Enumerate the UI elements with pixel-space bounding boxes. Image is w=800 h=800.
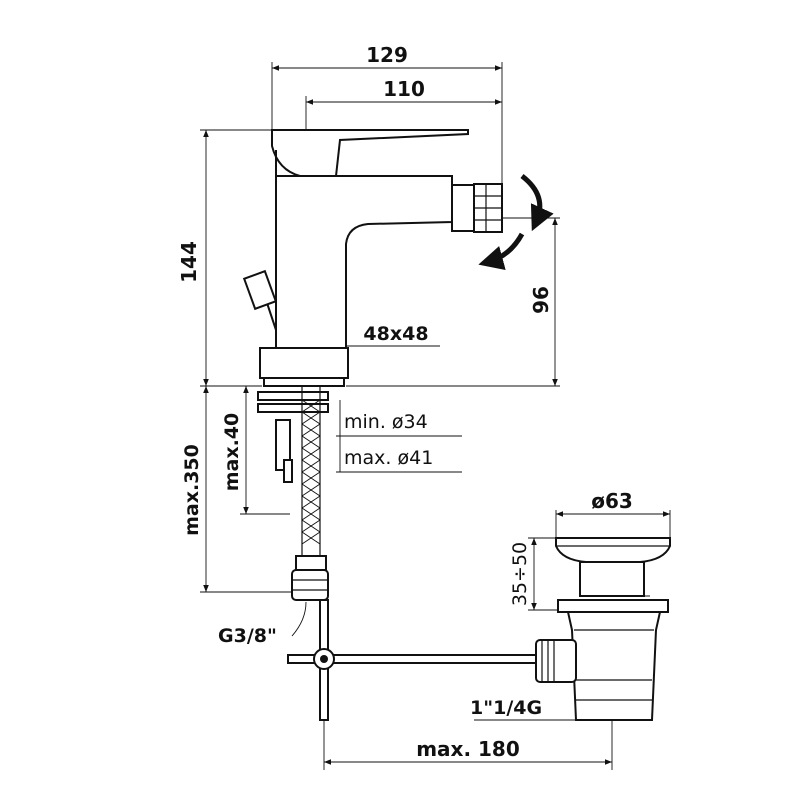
dim-max40: max.40 xyxy=(221,385,290,515)
waste-cap xyxy=(555,537,671,563)
under-deck-fixing xyxy=(257,386,329,601)
washer-bottom xyxy=(257,403,329,413)
dim-96: 96 xyxy=(346,217,560,387)
dim-129: 129 xyxy=(271,43,503,218)
dim-35-50: 35÷50 xyxy=(509,537,558,611)
dim-110: 110 xyxy=(305,77,502,150)
hose-nut xyxy=(291,569,329,601)
dim-48x48: 48x48 xyxy=(346,323,440,347)
dim-max180-label: max. 180 xyxy=(416,737,520,761)
waste-body xyxy=(566,611,662,721)
hose-thread-label: G3/8" xyxy=(218,625,277,647)
waste-stem xyxy=(579,561,645,597)
waste-thread-note: 1"1/4G xyxy=(470,697,596,721)
base-rosette xyxy=(259,347,349,379)
dim-48x48-label: 48x48 xyxy=(363,323,428,345)
nozzle-base xyxy=(451,184,475,232)
popup-waste xyxy=(535,537,671,721)
dim-35-50-label: 35÷50 xyxy=(509,542,531,606)
washer-top xyxy=(257,391,329,401)
hose-thread-note: G3/8" xyxy=(218,601,307,647)
braided-hose xyxy=(301,399,321,545)
dim-phi63: ø63 xyxy=(555,489,671,538)
waste-connector xyxy=(535,639,577,683)
dim-phi63-label: ø63 xyxy=(591,489,633,513)
dim-144-label: 144 xyxy=(177,241,201,283)
lever-handle xyxy=(271,129,469,177)
dim-max350-label: max.350 xyxy=(181,444,203,536)
waste-flange xyxy=(557,599,669,613)
waste-thread-label: 1"1/4G xyxy=(470,697,542,719)
mixer-column xyxy=(275,150,453,349)
popup-knob xyxy=(242,269,278,311)
dim-110-label: 110 xyxy=(383,77,425,101)
dim-144: 144 xyxy=(177,129,282,387)
dim-max350: max.350 xyxy=(181,386,292,593)
dim-max40-label: max.40 xyxy=(221,413,243,492)
mixer-body xyxy=(242,129,503,387)
dim-max180: max. 180 xyxy=(323,720,613,770)
hole-min-label: min. ø34 xyxy=(344,411,428,433)
rotation-arrows xyxy=(478,174,554,271)
hole-notes: min. ø34 max. ø41 xyxy=(336,400,462,473)
dim-96-label: 96 xyxy=(529,286,553,314)
hole-max-label: max. ø41 xyxy=(344,447,433,469)
dim-129-label: 129 xyxy=(366,43,408,67)
